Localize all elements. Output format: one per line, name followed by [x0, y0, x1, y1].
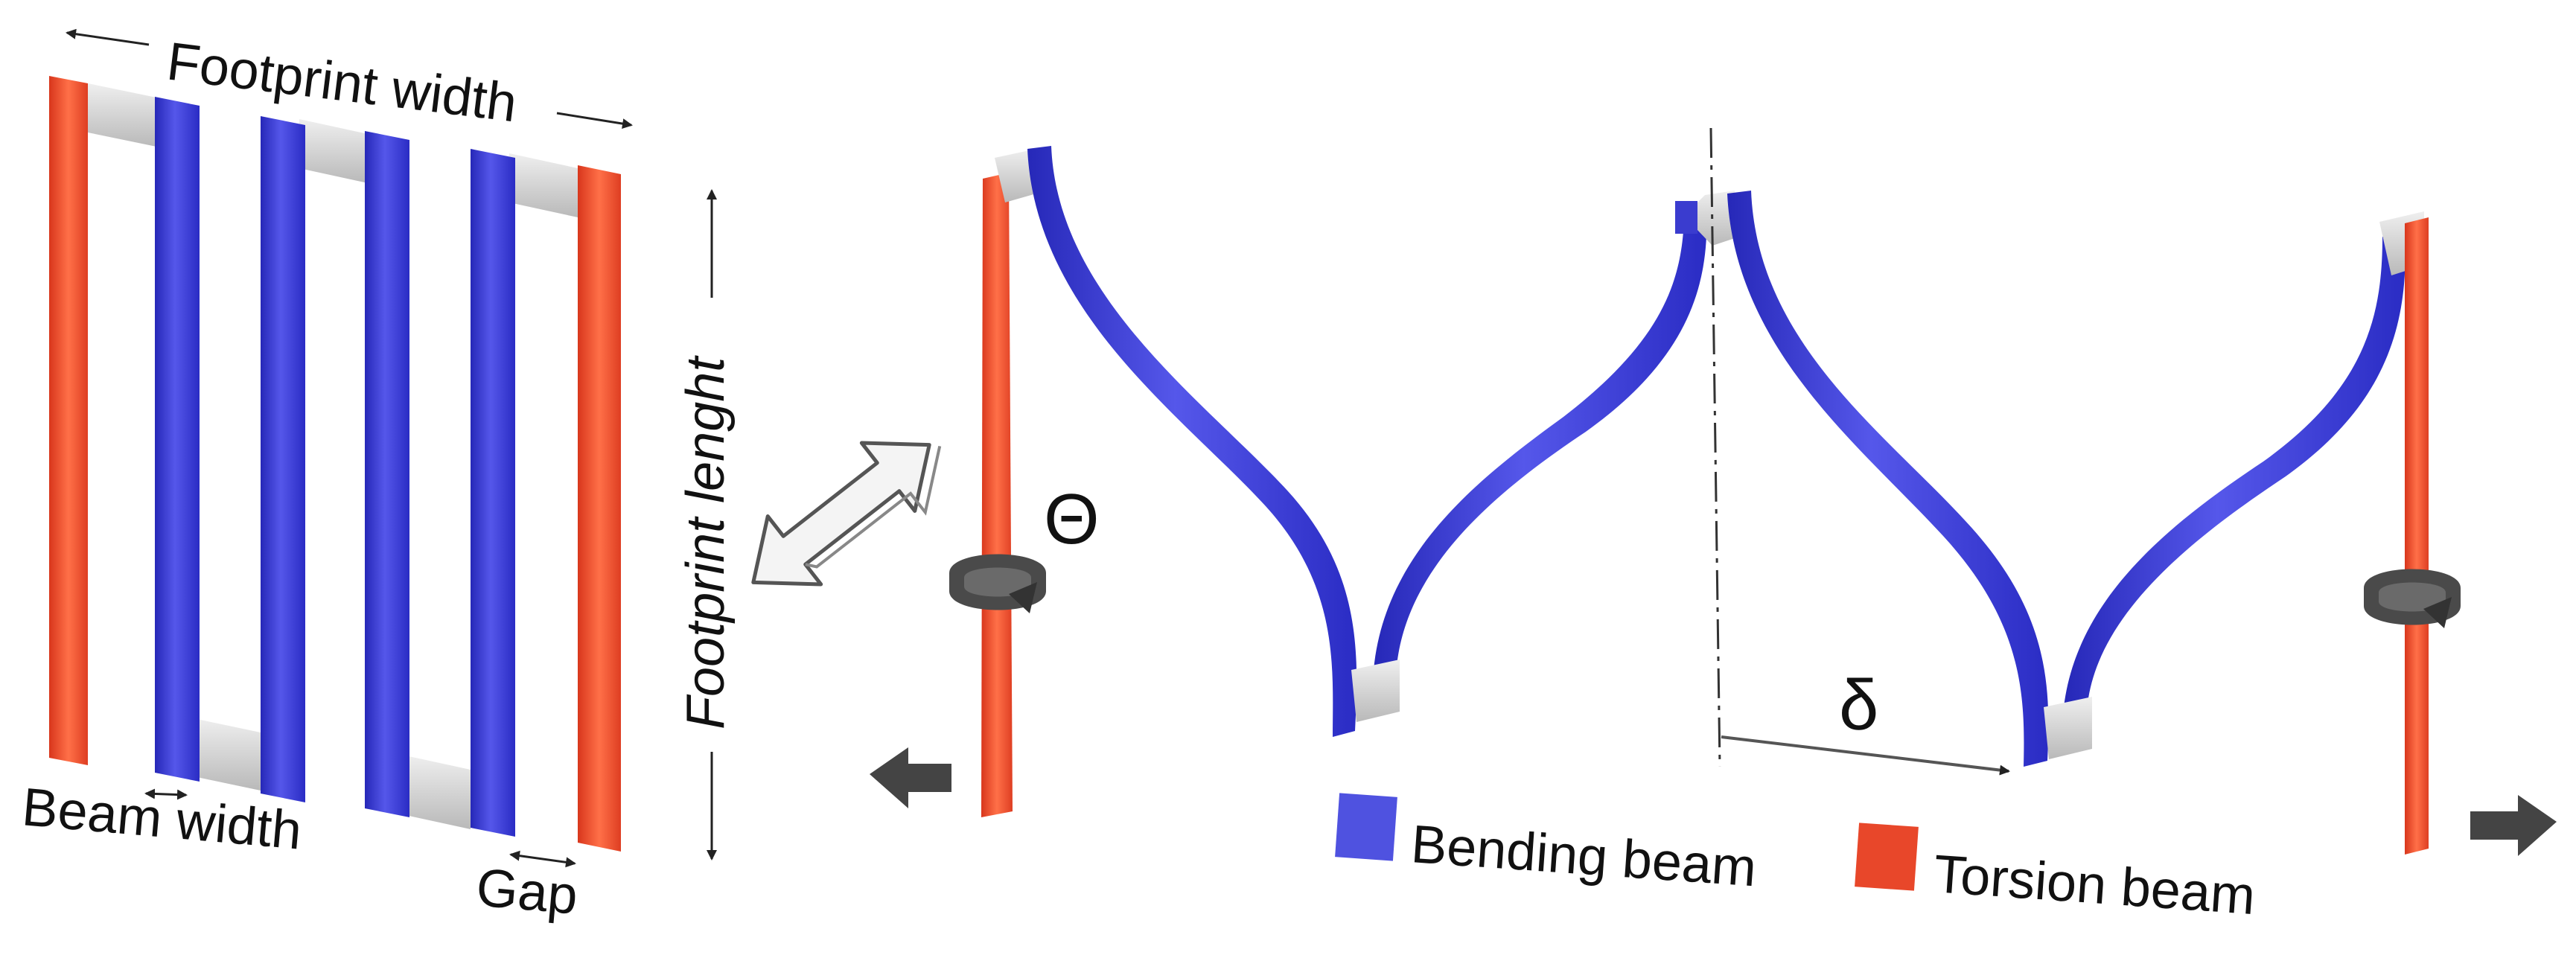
footprint-length-label: Footprint lenght: [676, 355, 736, 729]
push-arrow-icon-right: [2470, 795, 2557, 856]
torsion-beam-right: [578, 165, 621, 852]
rotation-arrow-icon-right: [2364, 569, 2461, 628]
push-arrow-icon-left: [870, 747, 951, 808]
delta-label: δ: [1839, 665, 1878, 745]
torsion-beam-deformed-left: [981, 173, 1013, 817]
bending-beam-2: [261, 116, 305, 802]
bending-beam-1: [155, 97, 200, 782]
footprint-layout: Footprint width Footprint lenght Beam wi…: [20, 28, 736, 926]
footprint-width-arrow-right: [556, 112, 633, 130]
delta-displacement-arrow: [1721, 735, 2010, 776]
deformed-mechanism: δ Θ: [870, 127, 2557, 856]
top-connector-left: [995, 149, 1036, 202]
bending-beam-4: [471, 149, 515, 837]
bottom-connector-2: [402, 755, 471, 829]
legend-swatch-torsion: [1855, 823, 1919, 891]
bending-beam-right-inner: [2064, 231, 2406, 707]
legend: Bending beam Torsion beam: [1335, 793, 2257, 926]
gap-arrow: [509, 850, 576, 868]
bending-beam-right-outer: [1727, 191, 2049, 767]
theta-label: Θ: [1044, 479, 1100, 559]
top-connector-1: [88, 83, 160, 147]
double-headed-hollow-arrow-icon: [751, 441, 942, 587]
bottom-connector-right: [2044, 697, 2092, 759]
top-connector-2: [299, 119, 368, 183]
legend-label-torsion: Torsion beam: [1932, 844, 2257, 926]
footprint-width-arrow-left: [66, 28, 150, 46]
bottom-connector-1: [190, 718, 261, 791]
symmetry-axis: [1709, 127, 1721, 767]
top-connector-3: [509, 153, 578, 217]
gap-label: Gap: [474, 858, 581, 926]
bending-beam-left-inner: [1374, 210, 1707, 670]
legend-swatch-bending: [1335, 793, 1397, 861]
top-block-center: [1675, 201, 1697, 234]
legend-label-bending: Bending beam: [1409, 814, 1759, 898]
torsion-beam-left: [49, 76, 88, 765]
legend-item-bending: Bending beam: [1335, 793, 1759, 898]
bending-beam-3: [365, 131, 409, 817]
footprint-width-label: Footprint width: [164, 31, 520, 133]
bottom-connector-left: [1351, 660, 1400, 722]
rotation-arrow-icon: [949, 554, 1046, 613]
bending-beam-left-outer: [1027, 146, 1357, 737]
beam-width-arrow: [144, 788, 188, 800]
torsion-beam-deformed-right: [2405, 217, 2429, 855]
legend-item-torsion: Torsion beam: [1855, 823, 2257, 926]
